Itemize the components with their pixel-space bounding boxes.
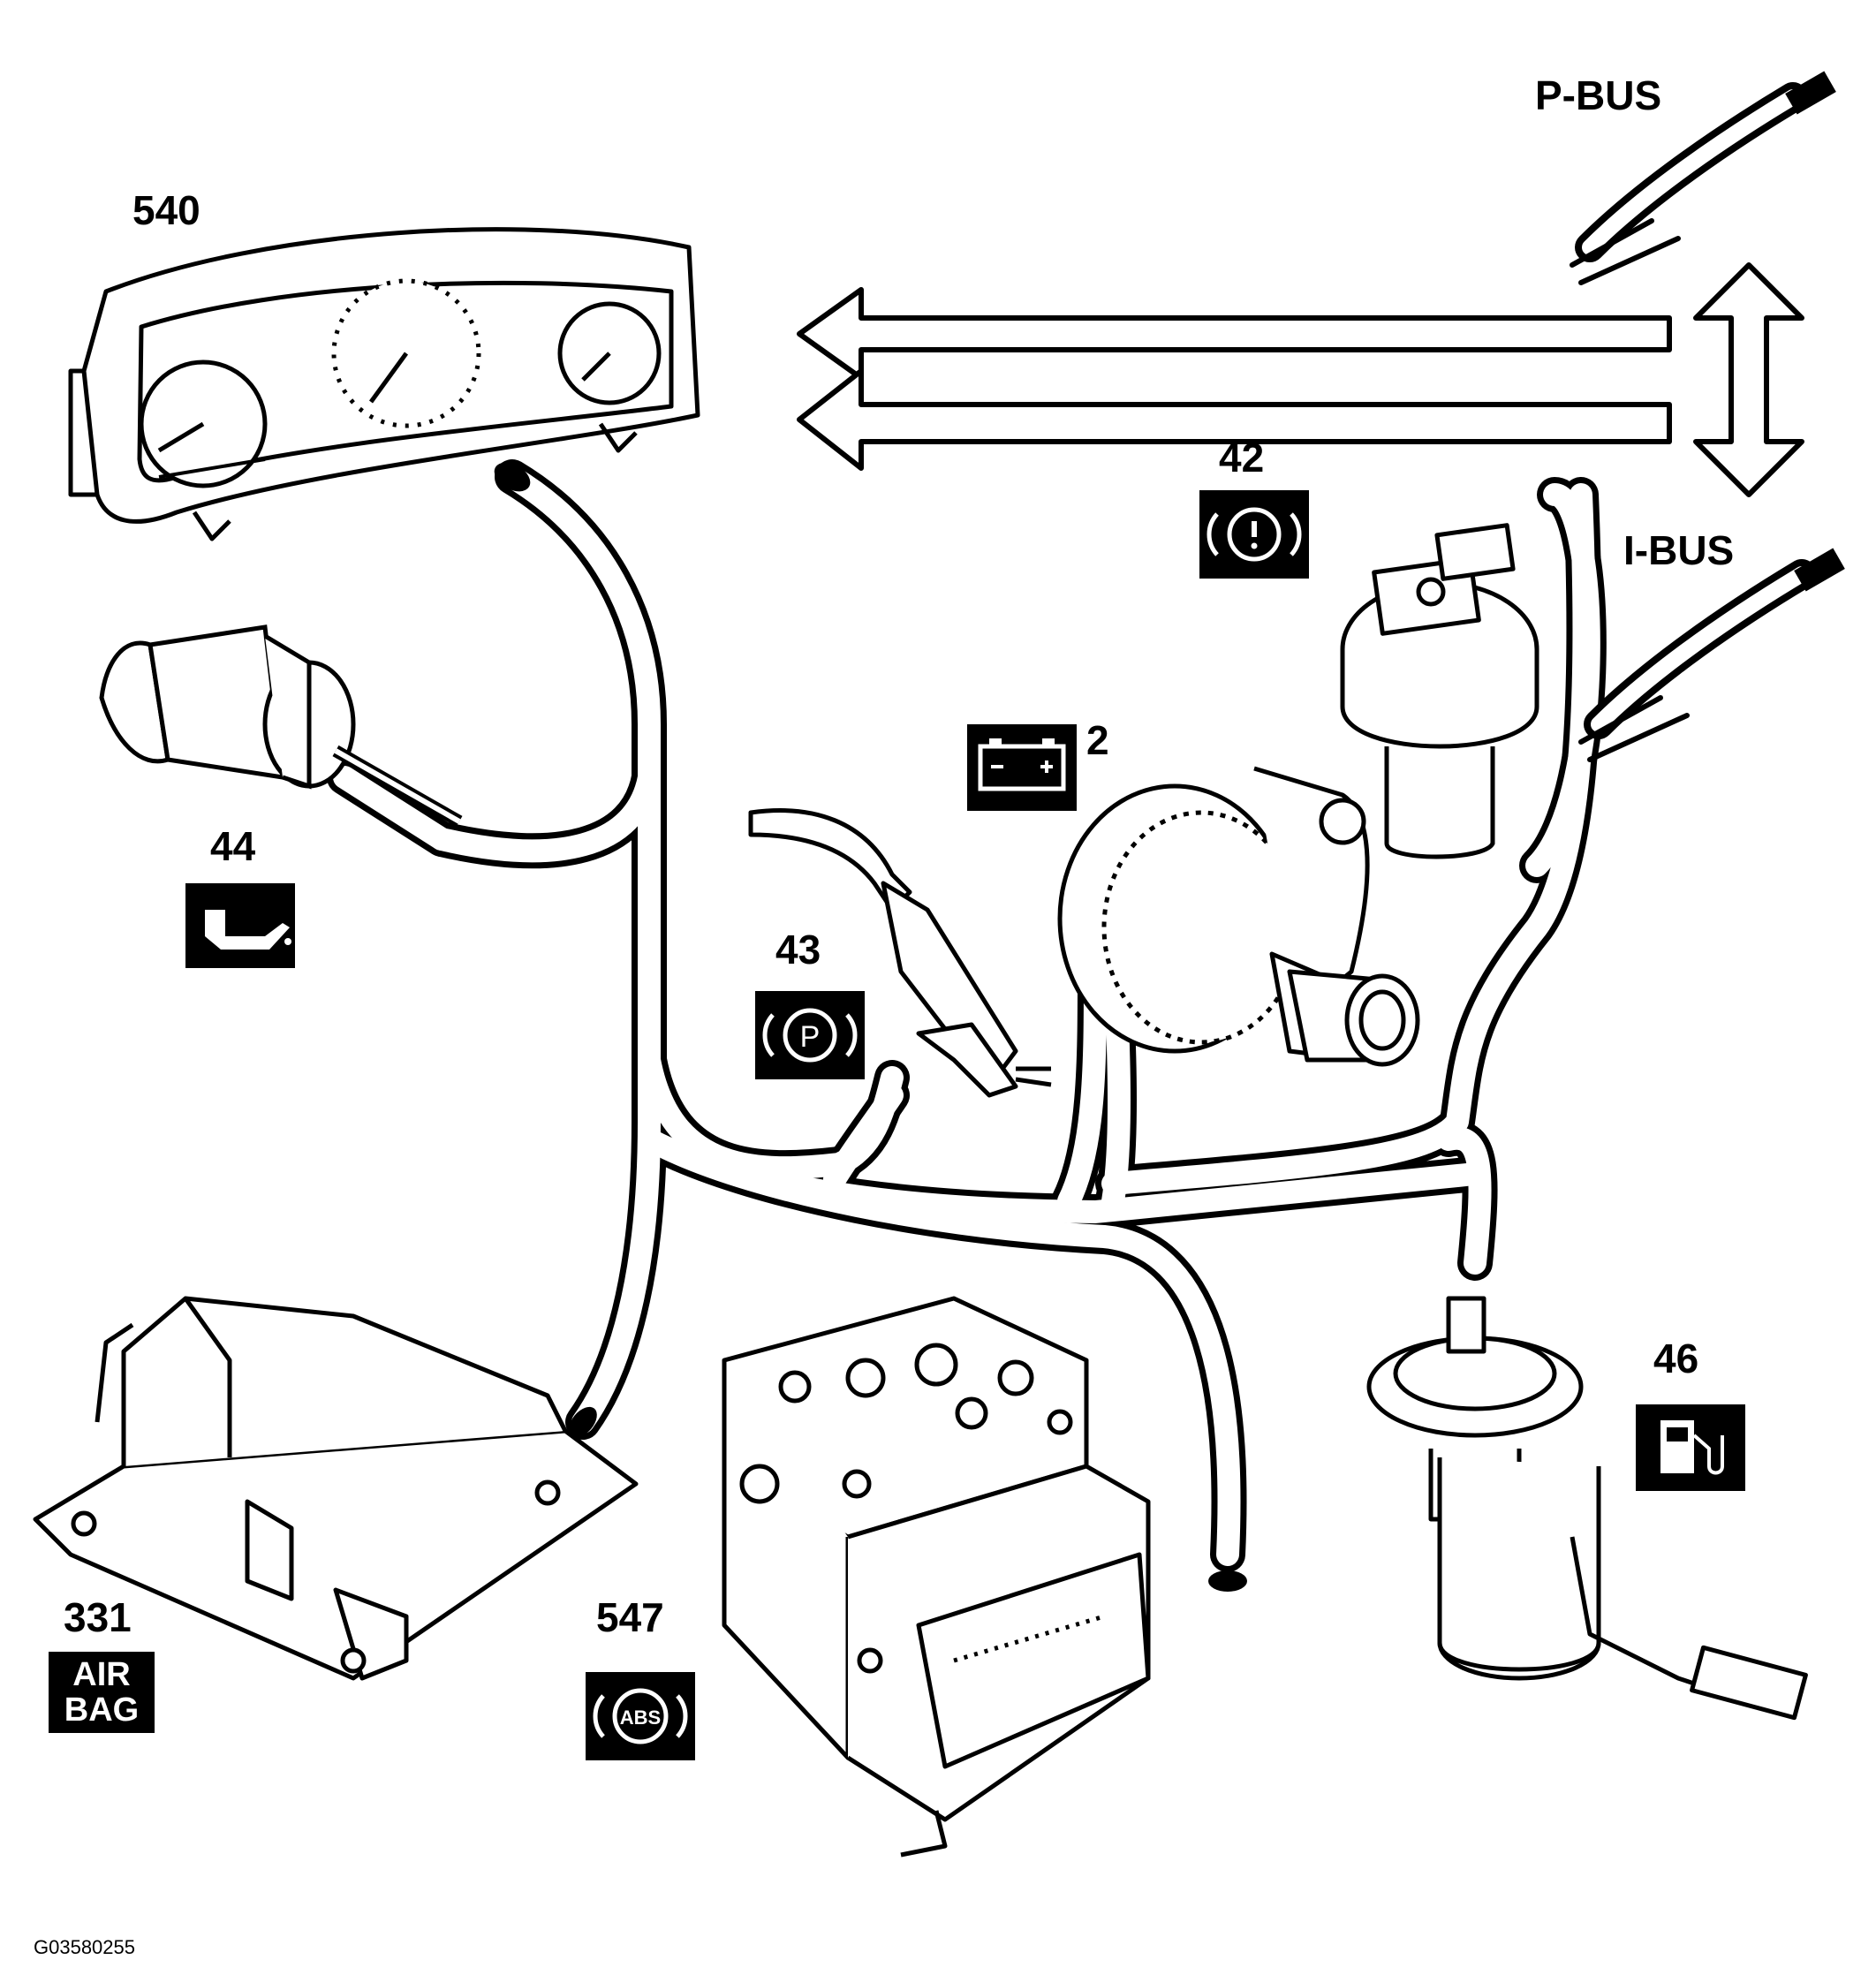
label-540: 540 [132, 187, 200, 233]
fuel-pump [1366, 1296, 1808, 1721]
bus-arrow-upper [797, 287, 1672, 471]
airbag-module [33, 1296, 639, 1681]
instrument-cluster [68, 227, 700, 541]
battery-icon [967, 724, 1077, 811]
parking-brake-icon: P [755, 991, 865, 1079]
brake-fluid-reservoir [1340, 523, 1539, 859]
alternator [1057, 766, 1420, 1067]
label-p-bus: P-BUS [1535, 72, 1662, 118]
label-i-bus: I-BUS [1623, 527, 1735, 573]
wiring-harness [327, 459, 1607, 1592]
label-331: 331 [64, 1594, 132, 1640]
figure-id: G03580255 [34, 1936, 135, 1958]
bus-arrow-vertical [1693, 262, 1804, 497]
p-bus-cable [1570, 71, 1836, 285]
i-bus-cable [1578, 548, 1845, 762]
parking-brake-switch [748, 808, 1052, 1098]
label-46: 46 [1653, 1336, 1699, 1381]
airbag-icon: AIR BAG [49, 1652, 155, 1733]
label-42: 42 [1219, 435, 1265, 481]
abs-text: ABS [620, 1706, 661, 1729]
label-547: 547 [596, 1594, 664, 1640]
brake-warning-icon [1199, 490, 1309, 579]
fuel-icon [1636, 1404, 1745, 1491]
airbag-text-line2: BAG [64, 1691, 140, 1729]
label-43: 43 [775, 927, 821, 972]
oil-pressure-switch [99, 624, 463, 828]
abs-icon: ABS [586, 1672, 695, 1760]
airbag-text-line1: AIR [72, 1656, 131, 1693]
abs-module [722, 1296, 1151, 1858]
label-44: 44 [210, 823, 256, 869]
oil-warning-icon [185, 883, 295, 968]
label-2: 2 [1086, 717, 1109, 763]
park-text: P [800, 1020, 821, 1054]
